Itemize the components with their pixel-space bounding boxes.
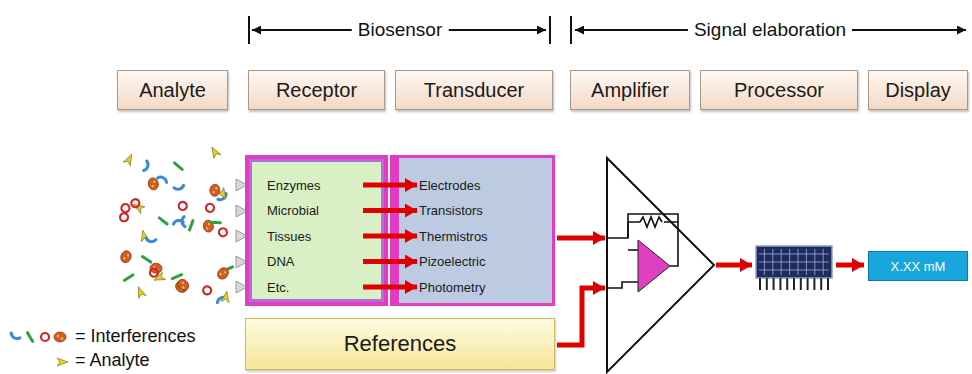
interference-blob [54,332,66,342]
node-text: Pizoelectric [419,254,485,269]
legend-item: = Interferences [75,326,196,347]
analyte-arrow [131,201,145,214]
node-text: Tissues [267,229,311,244]
transducer-panel: ElectrodesTransistorsThermistrosPizoelec… [390,155,555,306]
interference-ring [148,267,159,278]
particle-cloud [119,145,233,303]
header-box: Processor [700,70,858,110]
interference-blob [176,277,191,293]
interference-ring [205,202,216,213]
interference-blob [210,184,221,196]
interference-crescent [218,193,228,201]
header-box: Analyte [117,70,228,110]
interference-ring [130,198,140,208]
legend-icons [10,332,68,366]
receptor-item: Tissues [267,226,363,246]
bracket [249,16,966,44]
interference-ring [119,212,129,222]
interference-crescent [182,217,186,227]
node-text: Photometry [419,280,485,295]
interference-crescent [146,238,156,242]
node-text: Etc. [267,280,289,295]
header-box: Receptor [248,70,385,110]
receptor-item: Microbial [267,201,363,221]
signal-arrow [557,238,864,345]
bracket-label: Signal elaboration [688,19,852,41]
node-text: Enzymes [267,178,320,193]
interference-crescent [174,185,184,190]
analyte-arrow [123,152,135,165]
interference-crescent [10,333,20,340]
interference-dash [174,163,182,169]
interference-dash [28,333,33,342]
node-text: References [344,331,457,357]
interference-blob [150,263,163,274]
node-text: Receptor [276,79,357,102]
node-text: Electrodes [419,178,480,193]
analyte-arrow [217,188,229,202]
legend-text: = Interferences [75,326,196,346]
interference-ring [203,286,212,295]
legend-text: = Analyte [75,350,150,370]
interference-blob [215,266,230,282]
receptor-item: Etc. [267,277,363,297]
node-text: X.XX mM [891,259,946,274]
interference-dash [210,222,220,224]
transducer-item: Thermistros [419,226,544,246]
interference-blob [173,279,189,294]
transducer-item: Photometry [419,277,544,297]
legend-item: = Analyte [75,350,150,371]
transducer-item: Transistors [419,201,544,221]
interference-ring [120,202,131,213]
interference-blob [119,249,133,264]
interference-dash [223,267,232,271]
interference-crescent [158,176,168,183]
interference-dash [159,218,167,224]
node-text: Transducer [424,79,524,102]
node-text: Processor [734,79,824,102]
node-text: Amplifier [591,79,669,102]
node-text: Display [885,79,951,102]
header-box: Transducer [395,70,553,110]
header-box: Display [868,70,968,110]
interference-ring [41,333,49,341]
interference-crescent [216,296,226,303]
node-text: Microbial [267,203,319,218]
receptor-panel: EnzymesMicrobialTissuesDNA Etc. [245,155,388,306]
analyte-arrow [152,272,165,284]
interference-crescent [144,161,150,171]
interference-dash [124,275,132,280]
receptor-item: Enzymes [267,175,363,195]
node-text: Transistors [419,203,483,218]
interference-ring [218,227,229,238]
receptor-item: DNA [267,252,363,272]
analyte-arrow [208,145,220,159]
interference-dash [172,275,181,279]
interference-dash [189,221,192,230]
transducer-item: Electrodes [419,175,544,195]
node-text: DNA [267,254,294,269]
interference-dash [142,257,150,262]
interference-blob [147,177,159,191]
transducer-item: Pizoelectric [419,252,544,272]
analyte-arrow [57,358,68,366]
interference-blob [203,219,215,232]
references-box: References [245,318,555,370]
interference-ring [177,200,188,211]
bracket-label: Biosensor [352,19,449,41]
amplifier-symbol [607,158,714,372]
node-text: Analyte [139,79,206,102]
display-readout: X.XX mM [868,251,968,281]
analyte-arrow [135,285,146,298]
analyte-arrow [139,229,149,242]
node-text: Thermistros [419,229,488,244]
analyte-arrow [221,291,231,303]
interference-crescent [173,220,183,224]
processor-chip [756,246,832,290]
header-box: Amplifier [570,70,690,110]
